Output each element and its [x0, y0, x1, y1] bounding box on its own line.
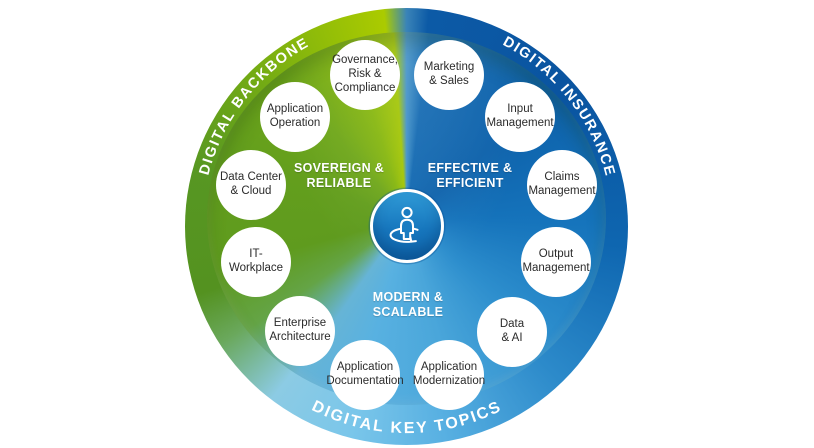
sector-label-modern-scalable: MODERN & SCALABLE	[372, 290, 444, 319]
node-label: Application Operation	[266, 103, 324, 129]
node-data-center-cloud: Data Center & Cloud	[216, 150, 286, 220]
node-it-workplace: IT- Workplace	[221, 227, 291, 297]
node-data-ai: Data & AI	[477, 297, 547, 367]
node-label: Enterprise Architecture	[269, 317, 331, 343]
node-application-operation: Application Operation	[260, 82, 330, 152]
node-marketing-sales: Marketing & Sales	[414, 40, 484, 110]
center-badge	[370, 189, 444, 263]
node-label: Application Modernization	[412, 361, 486, 387]
node-output-management: Output Management	[521, 227, 591, 297]
node-label: Output Management	[522, 248, 590, 274]
node-label: Data Center & Cloud	[219, 171, 282, 197]
person-360-icon	[389, 206, 419, 243]
node-label: Data & AI	[499, 318, 525, 344]
node-application-modernization: Application Modernization	[413, 340, 485, 410]
node-label: Marketing & Sales	[423, 61, 475, 87]
node-application-documentation: Application Documentation	[326, 340, 404, 410]
node-label: Claims Management	[528, 171, 596, 197]
node-label: Application Documentation	[326, 361, 404, 387]
node-claims-management: Claims Management	[527, 150, 597, 220]
node-label: Input Management	[486, 103, 554, 129]
node-label: Governance, Risk & Compliance	[332, 54, 398, 94]
sector-label-effective-efficient: EFFECTIVE & EFFICIENT	[427, 161, 513, 190]
sector-label-sovereign-reliable: SOVEREIGN & RELIABLE	[293, 161, 385, 190]
node-governance-risk-compliance: Governance, Risk & Compliance	[330, 40, 400, 110]
node-enterprise-architecture: Enterprise Architecture	[265, 296, 335, 366]
node-input-management: Input Management	[485, 82, 555, 152]
node-label: IT- Workplace	[228, 248, 284, 274]
